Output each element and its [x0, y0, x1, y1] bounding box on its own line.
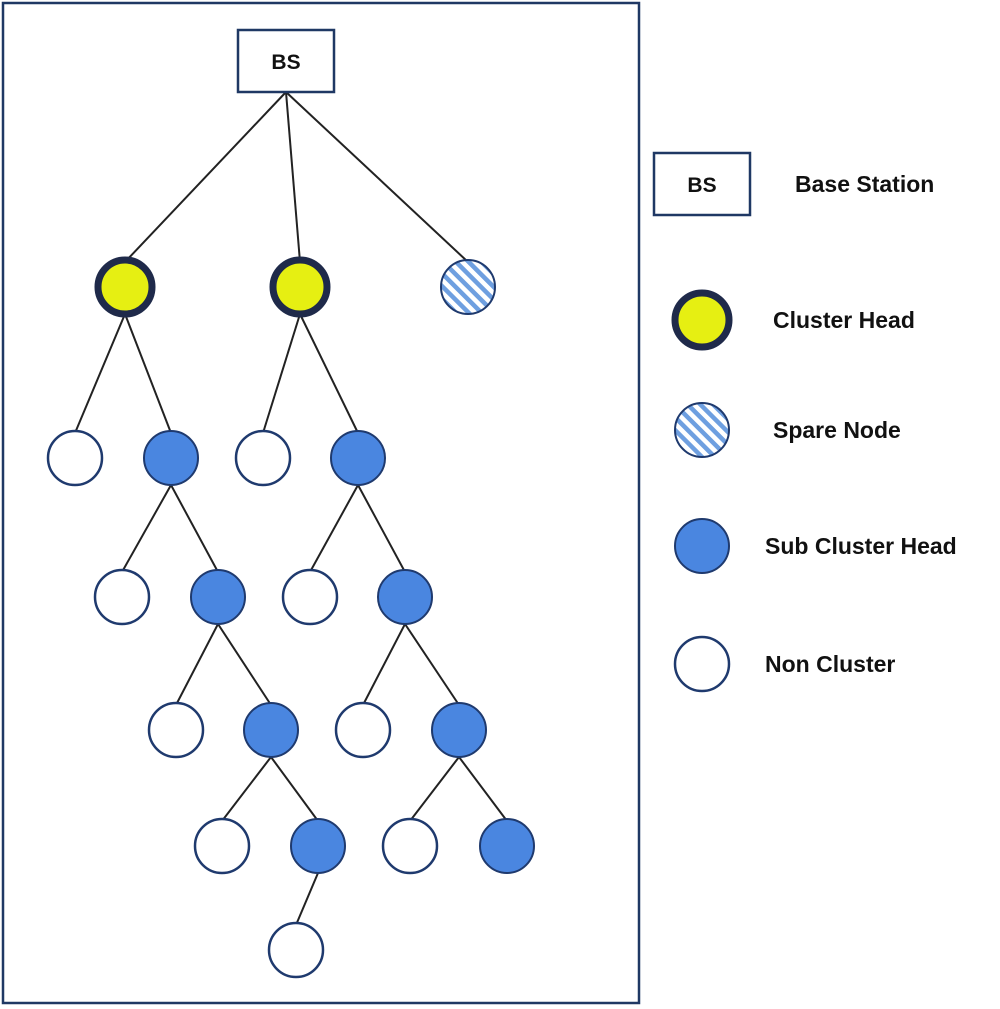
sub-cluster-head-node: [479, 818, 535, 874]
edge-sch2-sch4: [357, 484, 406, 573]
legend-label-non-cluster-node: Non Cluster: [765, 651, 895, 677]
non-cluster-node: [147, 701, 205, 759]
edge-ch1-n1: [74, 313, 126, 434]
spare-node: [440, 259, 496, 315]
cluster-head-node: [269, 256, 331, 318]
edge-layer: [74, 91, 508, 926]
diagram-frame: [1, 1, 641, 1005]
edge-sch2-n4: [309, 484, 359, 573]
edge-bs-ch1: [124, 91, 287, 263]
legend-label-spare-node: Spare Node: [773, 417, 901, 443]
edge-ch2-n2: [262, 313, 301, 434]
edge-sch4-n6: [362, 623, 406, 706]
edge-bs-sp1: [285, 91, 469, 263]
sub-cluster-head-node: [377, 569, 433, 625]
non-cluster-node: [93, 568, 151, 626]
sub-cluster-head-node: [243, 702, 299, 758]
legend-label-base-station: Base Station: [795, 171, 934, 197]
legend-symbol-spare-node: [674, 402, 730, 458]
edge-sch5-sch7: [270, 756, 319, 822]
edge-sch1-n3: [121, 484, 172, 573]
edge-sch4-sch6: [404, 623, 460, 706]
edge-sch7-n9: [295, 872, 319, 926]
legend-symbol-cluster-head-node: [671, 289, 733, 351]
non-cluster-node: [381, 817, 439, 875]
non-cluster-node: [193, 817, 251, 875]
base-station-label: BS: [687, 174, 716, 197]
non-cluster-node: [281, 568, 339, 626]
sub-cluster-head-node: [431, 702, 487, 758]
edge-sch3-n5: [175, 623, 219, 706]
edge-sch6-n8: [409, 756, 460, 822]
sub-cluster-head-node: [190, 569, 246, 625]
legend-symbol-base-station: BS: [652, 151, 752, 217]
edge-bs-ch2: [285, 91, 301, 263]
legend-label-cluster-head-node: Cluster Head: [773, 307, 915, 333]
cluster-head-node: [94, 256, 156, 318]
edge-sch1-sch3: [170, 484, 219, 573]
non-cluster-node: [46, 429, 104, 487]
legend-label-sub-cluster-head-node: Sub Cluster Head: [765, 533, 957, 559]
non-cluster-node: [334, 701, 392, 759]
base-station-label: BS: [271, 51, 300, 74]
sub-cluster-head-node: [143, 430, 199, 486]
edge-sch5-n7: [221, 756, 272, 822]
sub-cluster-head-node: [290, 818, 346, 874]
node-layer: BS: [46, 28, 535, 979]
base-station: BS: [236, 28, 336, 94]
sub-cluster-head-node: [330, 430, 386, 486]
non-cluster-node: [234, 429, 292, 487]
legend-symbol-sub-cluster-head-node: [674, 518, 730, 574]
edge-ch2-sch2: [299, 313, 359, 434]
edge-sch3-sch5: [217, 623, 272, 706]
legend-symbol-non-cluster-node: [673, 635, 731, 693]
edge-sch6-sch8: [458, 756, 508, 822]
edge-ch1-sch1: [124, 313, 172, 434]
non-cluster-node: [267, 921, 325, 979]
